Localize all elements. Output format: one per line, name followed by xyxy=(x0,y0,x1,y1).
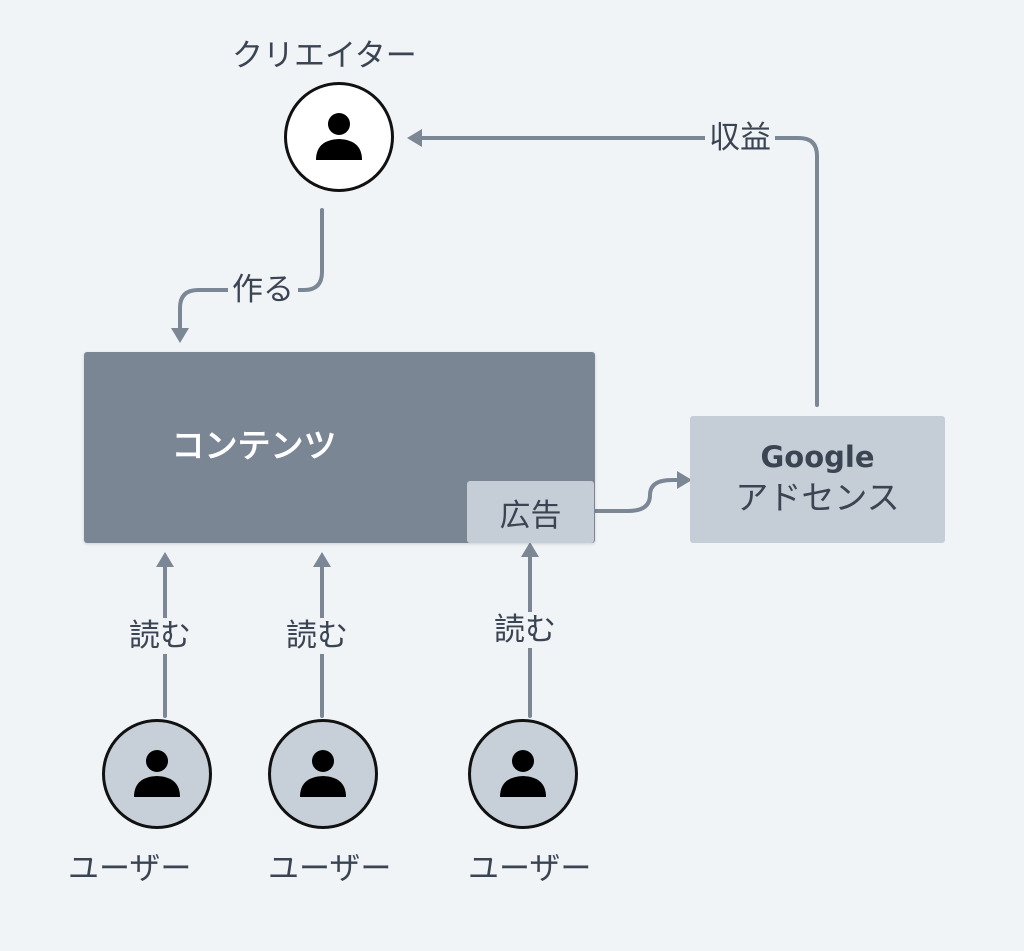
user-label-1: ユーザー xyxy=(68,851,192,887)
creator-label: クリエイター xyxy=(232,38,417,74)
adsense-brand: Google xyxy=(760,439,875,474)
adsense-box: Google アドセンス xyxy=(690,416,945,543)
edge-create xyxy=(178,208,324,332)
user-avatar-2 xyxy=(268,719,378,829)
edge-label-create: 作る xyxy=(228,272,298,308)
creator-avatar xyxy=(284,82,394,192)
arrowhead-read-2 xyxy=(313,552,331,567)
arrowhead-read-3 xyxy=(521,542,539,557)
user-label-3: ユーザー xyxy=(468,851,592,887)
ad-box: 広告 xyxy=(467,481,594,543)
edge-ad-adsense xyxy=(594,478,682,513)
person-icon xyxy=(300,750,346,797)
user-avatar-3 xyxy=(468,719,578,829)
arrowhead-ad-adsense xyxy=(677,471,692,489)
arrowhead-revenue xyxy=(407,129,422,147)
ad-label: 広告 xyxy=(499,497,562,534)
person-icon xyxy=(500,750,546,797)
arrowhead-read-1 xyxy=(156,552,174,567)
user-avatar-1 xyxy=(102,719,212,829)
edge-label-read-2: 読む xyxy=(282,618,352,654)
edge-label-revenue: 収益 xyxy=(705,120,775,156)
edge-revenue xyxy=(418,136,819,407)
user-label-2: ユーザー xyxy=(268,851,392,887)
person-icon xyxy=(316,113,362,160)
person-icon xyxy=(134,750,180,797)
edge-label-read-3: 読む xyxy=(490,612,560,648)
adsense-product: アドセンス xyxy=(735,477,900,517)
arrowhead-create xyxy=(171,328,189,343)
content-title: コンテンツ xyxy=(171,426,337,465)
edge-label-read-1: 読む xyxy=(125,618,195,654)
